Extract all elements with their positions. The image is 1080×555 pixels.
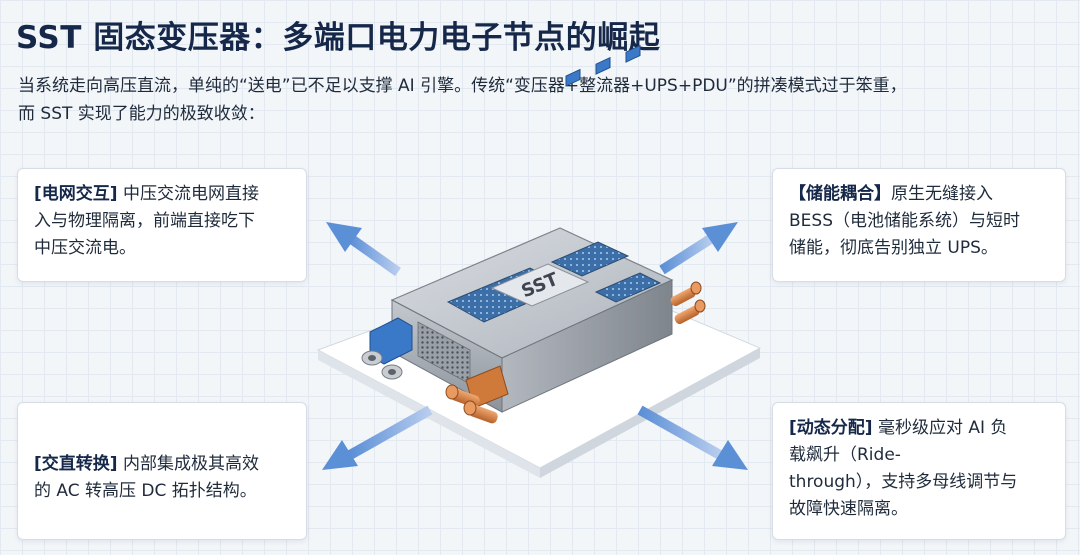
card-tag: 【储能耦合】 xyxy=(789,184,891,204)
sst-label-plate xyxy=(490,263,590,307)
copper-pipes-front xyxy=(445,365,509,424)
card-text: 原生无缝接入 xyxy=(891,184,993,204)
arrow-to-grid xyxy=(326,222,401,277)
arrow-to-dynamic xyxy=(637,405,748,470)
card-text: 的 AC 转高压 DC 拓扑结构。 xyxy=(34,481,257,501)
pcb-window xyxy=(594,272,662,303)
copper-pipes-rear xyxy=(670,281,706,325)
card-text: 故障快速隔离。 xyxy=(789,499,908,519)
card-text: 储能，彻底告别独立 UPS。 xyxy=(789,238,998,258)
ac-connector xyxy=(361,317,413,380)
blue-port xyxy=(565,68,581,87)
blue-port xyxy=(625,44,641,63)
card-text: 毫秒级应对 AI 负 xyxy=(877,418,1008,438)
card-text: 载飙升（Ride- xyxy=(789,445,901,465)
card-ac-dc-conversion: [交直转换] 内部集成极其高效 的 AC 转高压 DC 拓扑结构。 xyxy=(17,402,307,540)
pcb-window xyxy=(550,241,630,277)
card-text: BESS（电池储能系统）与短时 xyxy=(789,211,1020,231)
card-storage-coupling: 【储能耦合】原生无缝接入 BESS（电池储能系统）与短时 储能，彻底告别独立 U… xyxy=(772,168,1066,282)
intro-line-1: 当系统走向高压直流，单纯的“送电”已不足以支撑 AI 引擎。传统“变压器+整流器… xyxy=(18,76,907,96)
card-text: 中压交流电。 xyxy=(34,238,136,258)
intro-paragraph: 当系统走向高压直流，单纯的“送电”已不足以支撑 AI 引擎。传统“变压器+整流器… xyxy=(18,72,1068,128)
card-tag: [动态分配] xyxy=(789,418,873,438)
card-text: 入与物理隔离，前端直接吃下 xyxy=(34,211,255,231)
card-dynamic-allocation: [动态分配] 毫秒级应对 AI 负 载飙升（Ride- through），支持多… xyxy=(772,402,1066,540)
card-text: 内部集成极其高效 xyxy=(122,454,259,474)
card-tag: [电网交互] xyxy=(34,184,118,204)
card-grid-interaction: [电网交互] 中压交流电网直接 入与物理隔离，前端直接吃下 中压交流电。 xyxy=(17,168,307,282)
intro-line-2: 而 SST 实现了能力的极致收敛： xyxy=(18,104,265,124)
arrow-to-storage xyxy=(659,222,738,275)
card-text: 中压交流电网直接 xyxy=(122,184,259,204)
arrow-to-conversion xyxy=(322,405,433,470)
card-tag: [交直转换] xyxy=(34,454,118,474)
page-title: SST 固态变压器：多端口电力电子节点的崛起 xyxy=(16,20,661,56)
card-text: through），支持多母线调节与 xyxy=(789,472,1018,492)
blue-port xyxy=(595,56,611,75)
